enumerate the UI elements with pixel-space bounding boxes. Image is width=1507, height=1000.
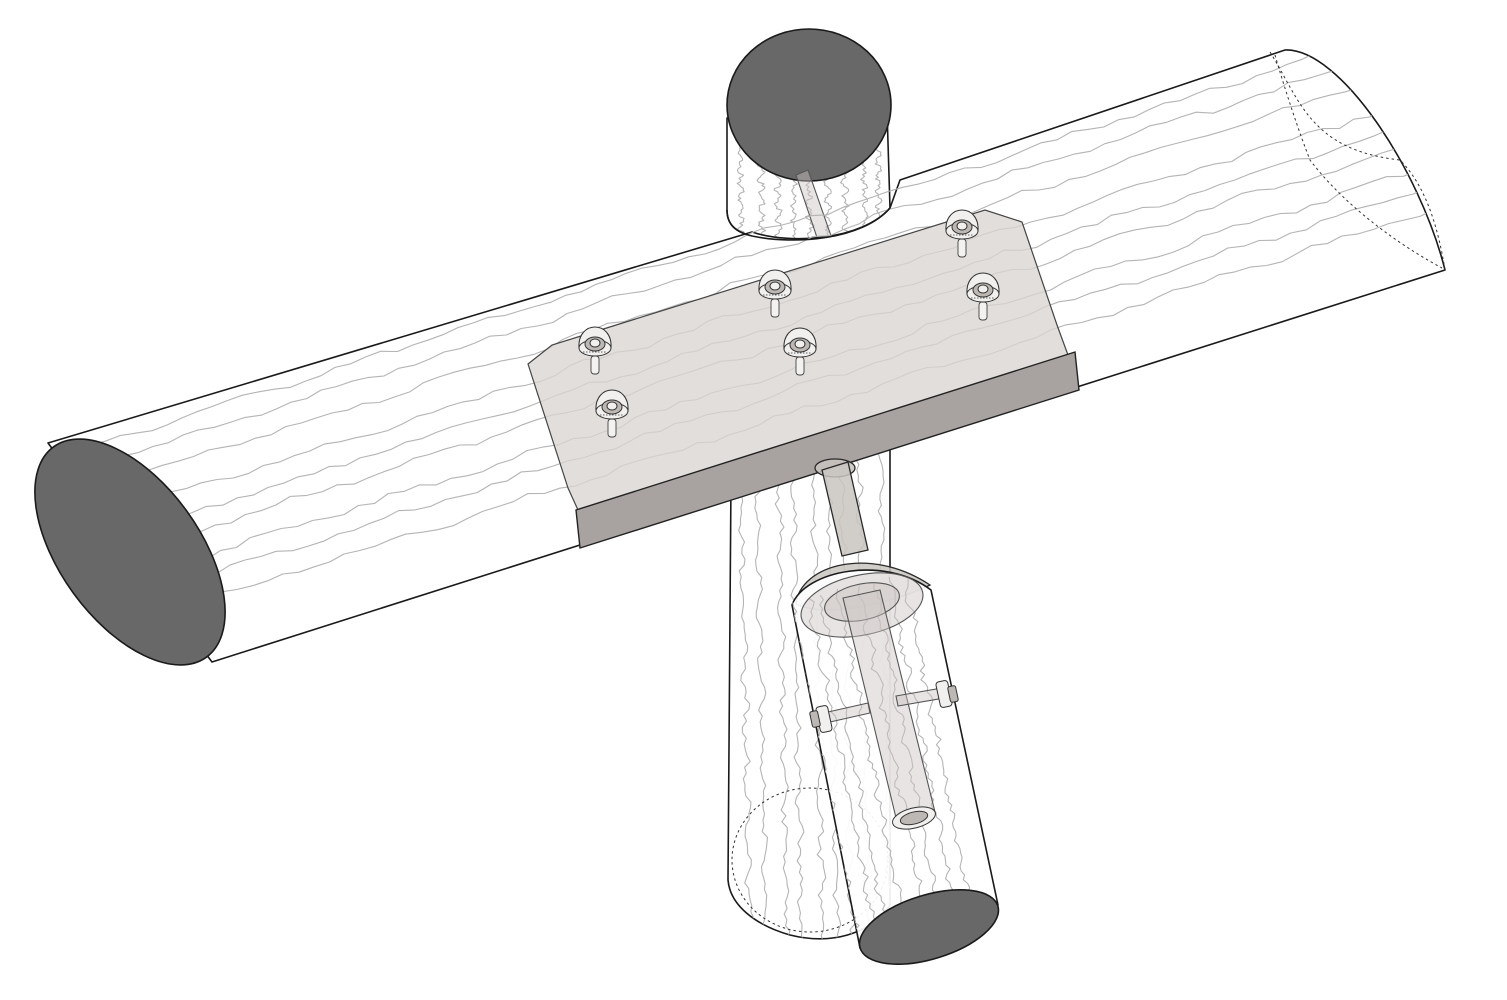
log-left-end-cap	[34, 438, 226, 666]
wood-grain-line	[55, 60, 1438, 503]
strut-socket-ring-outer	[800, 572, 924, 638]
strut-internal-rod-bore	[899, 810, 929, 826]
bolt	[966, 272, 1000, 321]
bolt	[945, 209, 979, 258]
diagonal-strut	[791, 569, 1000, 965]
connector-tube	[821, 461, 869, 557]
wood-grain-line	[752, 440, 770, 939]
plate-bolts	[578, 209, 1000, 438]
bolt	[783, 327, 817, 376]
strut-bottom-end-cap	[858, 889, 1000, 965]
post-top-end-cap	[726, 28, 892, 182]
wood-grain-line	[48, 49, 1428, 482]
wood-grain-line	[48, 49, 1426, 462]
bracket-flange	[575, 351, 1080, 549]
log-hidden-end-outline-2	[1274, 54, 1443, 269]
log-hidden-end-outline	[1269, 51, 1446, 271]
cross-bolt-left	[809, 705, 833, 733]
bolt	[595, 389, 629, 438]
bolt	[758, 269, 792, 318]
bolt	[578, 326, 612, 375]
cross-bolt-right	[935, 680, 959, 708]
vertical-post-upper	[726, 28, 892, 295]
wood-grain-line	[735, 440, 755, 939]
wood-grain-line	[787, 440, 806, 939]
wood-grain-line	[773, 440, 792, 939]
